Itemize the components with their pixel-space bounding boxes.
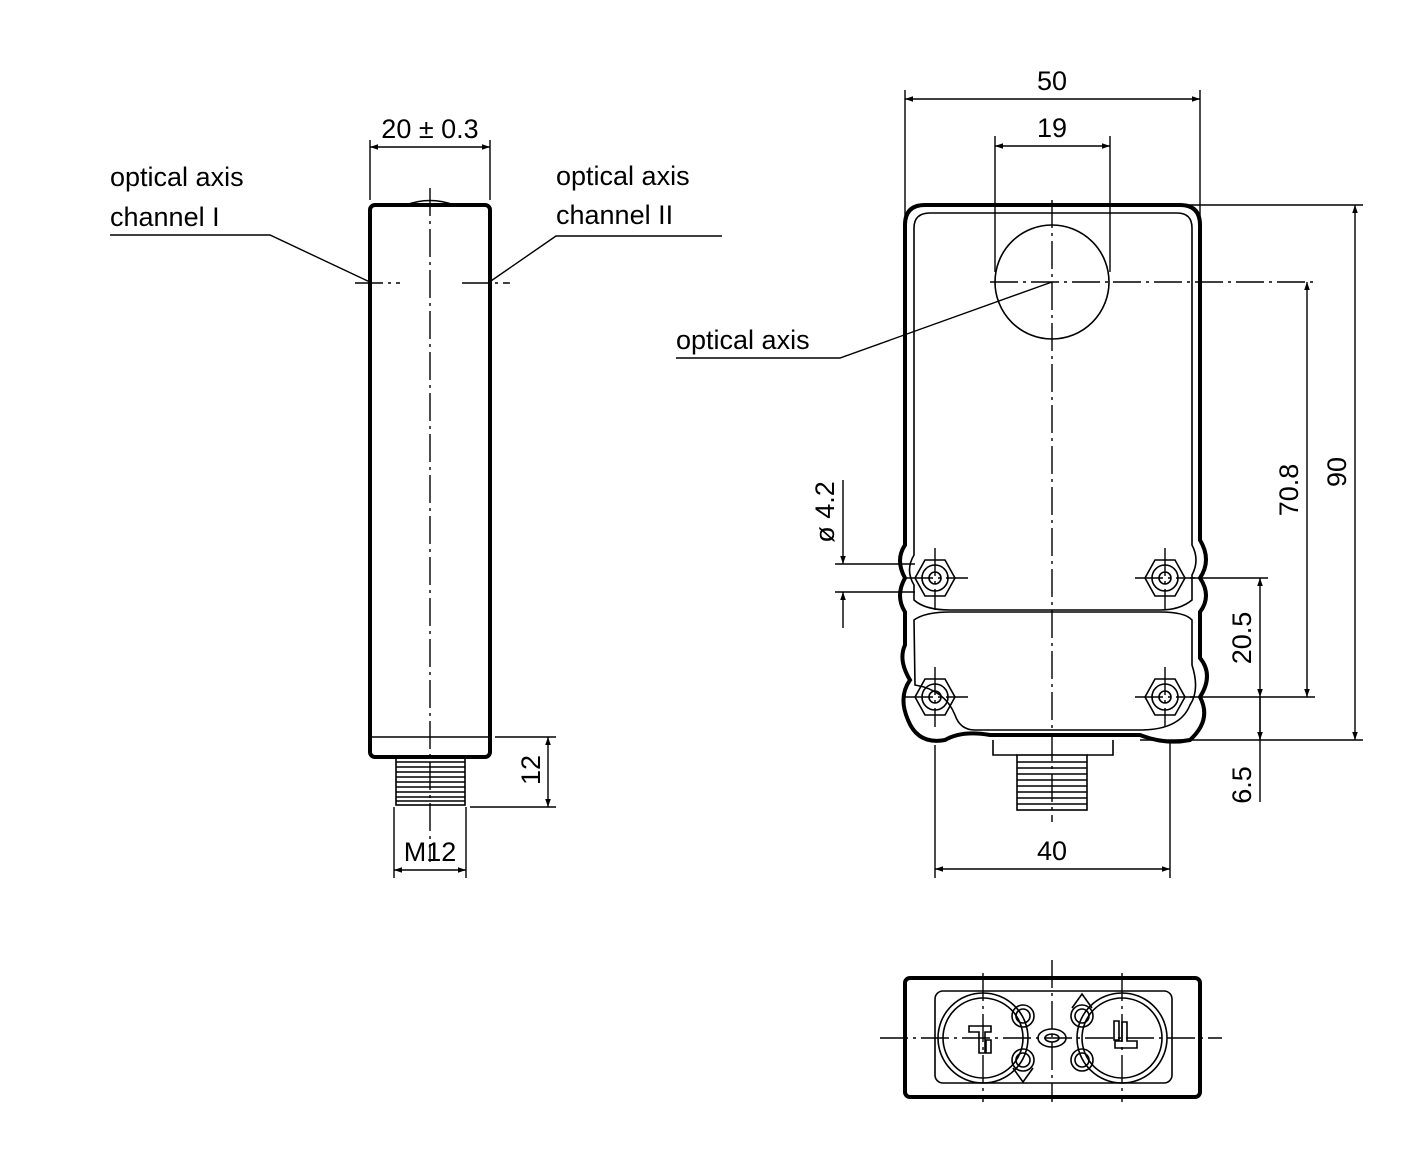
label-optical-axis-ch2: optical axis	[556, 161, 690, 191]
bottom-view	[880, 960, 1222, 1102]
label-channel-2: channel II	[556, 200, 673, 230]
side-width-dim: 20 ± 0.3	[381, 114, 478, 144]
channel-1-symbol	[968, 1025, 992, 1054]
connector-length-dim: 12	[516, 755, 546, 785]
leader-line	[487, 235, 722, 284]
hole-spacing-dim: 20.5	[1227, 612, 1257, 665]
label-optical-axis-ch1: optical axis	[110, 162, 244, 192]
hole-diameter-dim: ø 4.2	[810, 481, 840, 543]
channel-2-symbol	[1113, 1020, 1138, 1049]
label-channel-1: channel I	[110, 202, 220, 232]
label-optical-axis: optical axis	[676, 325, 810, 355]
hole-span-dim: 40	[1037, 836, 1067, 866]
lens-dim: 19	[1037, 113, 1067, 143]
leader-line	[676, 281, 1053, 359]
thread-dim: M12	[404, 837, 457, 867]
front-view: 50 19 optical axis 90 70.8 20.5 6.5 ø 4.…	[676, 66, 1363, 878]
side-view: 20 ± 0.3 optical axis channel I optical …	[110, 114, 722, 878]
sensor-body-front	[898, 203, 1209, 744]
hole-offset-dim: 6.5	[1227, 766, 1257, 804]
front-width-dim: 50	[1037, 66, 1067, 96]
mounting-holes	[905, 548, 1195, 727]
axis-height-dim: 70.8	[1274, 464, 1304, 517]
height-dim: 90	[1322, 457, 1352, 487]
leader-line	[110, 234, 373, 284]
